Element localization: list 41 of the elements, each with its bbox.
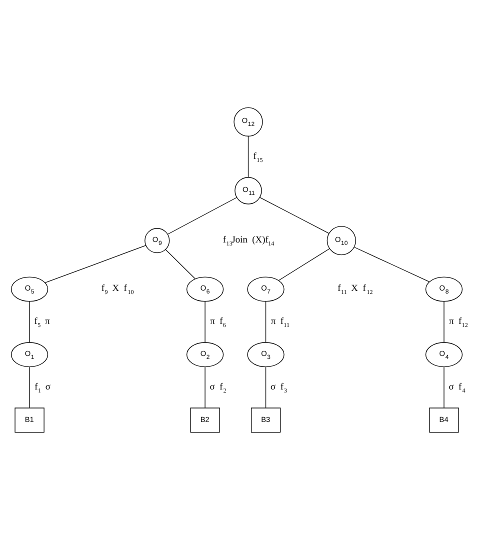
connector: [260, 197, 330, 234]
connector: [265, 301, 266, 343]
edge-label: σ f$_{2}$: [210, 382, 226, 395]
connector: [204, 366, 206, 408]
edge-label: σ f$_{4}$: [448, 382, 466, 395]
connector: [265, 366, 266, 408]
node-ellipse: O$_{3}$: [247, 342, 284, 368]
connector: [354, 246, 430, 282]
node-ellipse: O$_{7}$: [247, 276, 284, 302]
node-ellipse: O$_{4}$: [425, 342, 463, 368]
node-ellipse: O$_{6}$: [186, 276, 224, 302]
node-circle: O$_{12}$: [234, 107, 263, 136]
node-box: B4: [429, 408, 459, 433]
connector: [204, 301, 206, 343]
connector: [165, 249, 196, 280]
connector: [29, 366, 30, 408]
node-box: B3: [250, 408, 281, 433]
node-box: B1: [14, 408, 44, 433]
edge-label: σ f$_{3}$: [270, 382, 288, 395]
node-circle: O$_{9}$: [144, 228, 170, 254]
node-ellipse: O$_{8}$: [425, 276, 463, 302]
edge-label: f$_{5}$ π: [34, 317, 50, 330]
edge-label: f$_{15}$: [253, 152, 263, 164]
node-ellipse: O$_{5}$: [10, 276, 48, 302]
connector: [29, 301, 30, 343]
node-circle: O$_{10}$: [326, 226, 356, 256]
edge-label: f$_{1}$ σ: [34, 382, 50, 395]
label: f$_{13}$Join (X)f$_{14}$: [222, 235, 274, 248]
edge-label: π f$_{11}$: [270, 317, 290, 330]
node-circle: O$_{11}$: [234, 177, 262, 204]
edge-label: π f$_{6}$: [210, 317, 226, 330]
node-box: B2: [190, 408, 220, 433]
connector: [278, 248, 330, 281]
connector: [167, 197, 238, 235]
connector: [248, 136, 249, 178]
node-ellipse: O$_{2}$: [186, 342, 224, 368]
edge-label: π f$_{12}$: [449, 317, 468, 330]
connector: [44, 245, 146, 284]
label: f$_{9}$ X f$_{10}$: [101, 284, 134, 296]
node-ellipse: O$_{1}$: [10, 342, 48, 368]
label: f$_{11}$ X f$_{12}$: [338, 284, 373, 296]
